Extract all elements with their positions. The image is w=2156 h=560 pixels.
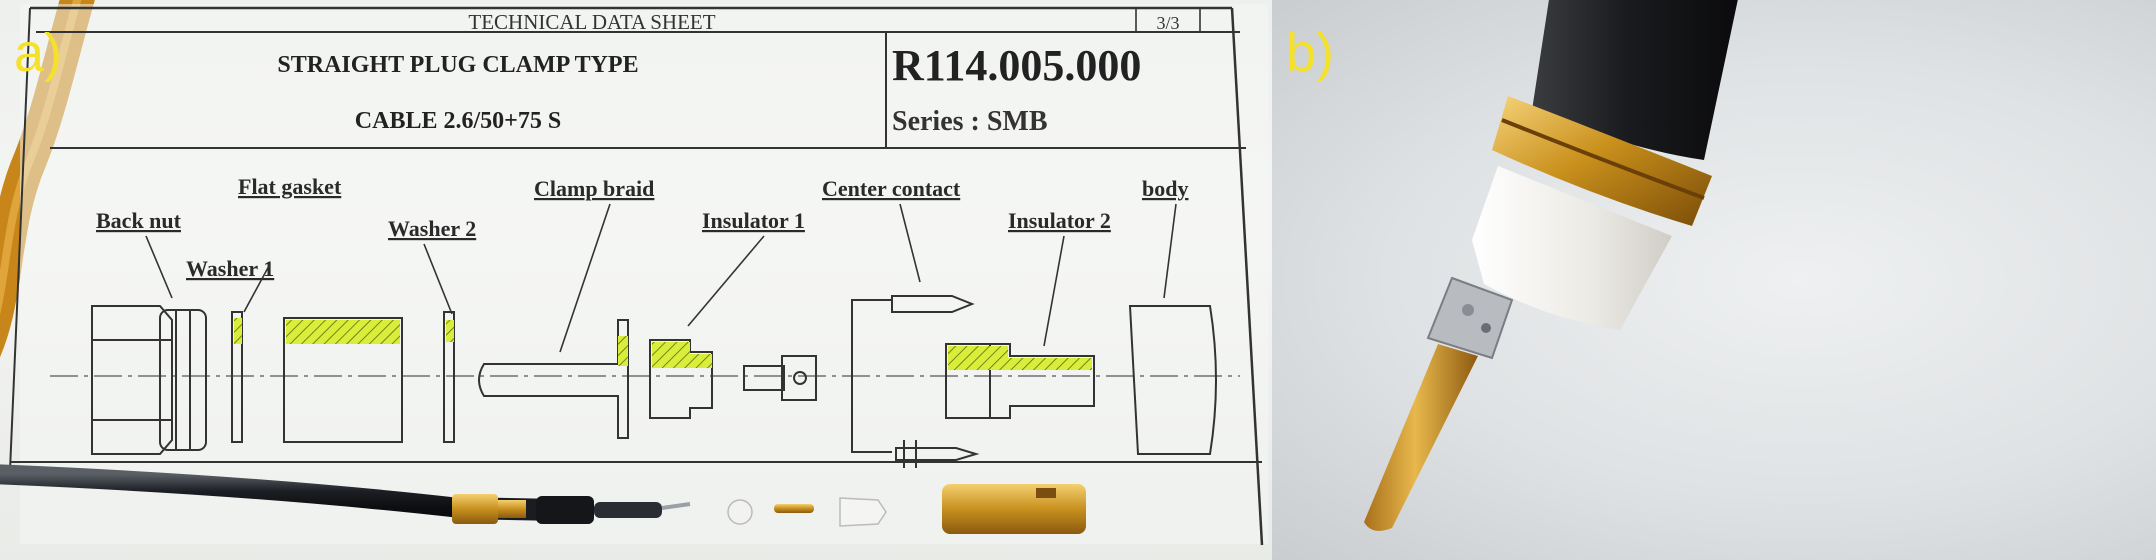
white-washer [727, 499, 753, 525]
cable-spec: CABLE 2.6/50+75 S [355, 108, 561, 134]
black-sleeve [536, 496, 594, 524]
panel-label-b: b) [1286, 23, 1335, 83]
black-cable [1532, 0, 1738, 160]
washer-1-shape [231, 311, 243, 443]
crimped-braid [1426, 276, 1514, 360]
white-insulator [1472, 166, 1672, 330]
back-nut-shape [91, 305, 173, 455]
panel-label-a: a) [14, 23, 63, 83]
label-washer-2: Washer 2 [388, 216, 476, 241]
label-back-nut: Back nut [96, 208, 182, 233]
insulator-2-shape [945, 343, 1095, 419]
clamp-braid-shape [478, 319, 629, 439]
label-flat-gasket: Flat gasket [238, 174, 342, 199]
exploded-drawing [91, 295, 1217, 468]
page-number: 3/3 [1156, 13, 1179, 33]
sheet-title: STRAIGHT PLUG CLAMP TYPE [277, 52, 638, 78]
connector-closeup-photo [1364, 0, 1738, 531]
body-shape [1128, 305, 1217, 455]
part-number: R114.005.000 [892, 41, 1141, 90]
washer-2-shape [443, 311, 455, 443]
sheet-header: TECHNICAL DATA SHEET [468, 10, 715, 34]
gold-back-nut [452, 494, 498, 524]
leader-arrows [145, 203, 1177, 353]
data-sheet-photo: TECHNICAL DATA SHEET 3/3 STRAIGHT PLUG C… [0, 0, 1264, 546]
gold-pin [1364, 344, 1478, 531]
cable-assembly-photo [0, 464, 1086, 534]
gold-body [942, 484, 1086, 534]
highlight-marks [234, 318, 1092, 370]
label-clamp-braid: Clamp braid [534, 176, 654, 201]
gold-contact [774, 504, 814, 513]
label-body: body [1142, 176, 1188, 201]
label-center-contact: Center contact [822, 176, 961, 201]
series: Series : SMB [892, 106, 1048, 137]
label-insulator-2: Insulator 2 [1008, 208, 1111, 233]
label-washer-1: Washer 1 [186, 256, 274, 281]
panel-a: TECHNICAL DATA SHEET 3/3 STRAIGHT PLUG C… [0, 0, 1272, 560]
flat-gasket-shape [283, 317, 403, 443]
panel-b: b) [1272, 0, 2156, 560]
white-insulator [839, 497, 887, 527]
label-insulator-1: Insulator 1 [702, 208, 805, 233]
